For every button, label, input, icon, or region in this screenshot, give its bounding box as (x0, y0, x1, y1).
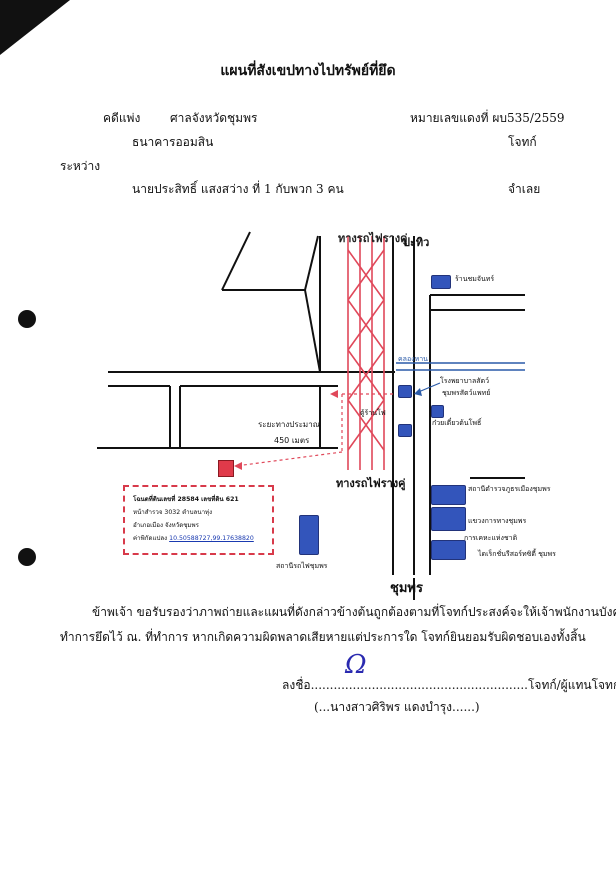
case-number: หมายเลขแดงที่ ผบ535/2559 (410, 111, 565, 125)
route-arrow-head-top (330, 390, 338, 398)
punch-hole-bottom (18, 548, 36, 566)
highway-office-label: แขวงการทางชุมพร (468, 517, 527, 525)
railway-lines (347, 236, 385, 470)
signature-mark: Ω (345, 650, 367, 680)
canal-lines (396, 362, 525, 371)
railway-label-bottom: ทางรถไฟรางคู่ (336, 477, 406, 490)
signature-line: ลงชื่อ..................................… (282, 678, 616, 692)
info-district: อำเภอเมือง จังหวัดชุมพร (133, 522, 199, 529)
hotel-marker (431, 540, 466, 560)
mall-marker (398, 424, 412, 437)
info-coordinates: ค่าพิกัดแปลง 10.50588727,99.17638820 (133, 533, 254, 543)
info-survey: หน้าสำรวจ 3032 ตำบลนาทุ่ง (133, 509, 213, 516)
folded-corner (0, 0, 70, 55)
pointer-arrow (414, 388, 422, 396)
station-label: สถานีรถไฟชุมพร (276, 562, 328, 570)
station-marker (299, 515, 319, 555)
distance-label-1: ระยะทางประมาณ (258, 420, 321, 429)
punch-hole-top (18, 310, 36, 328)
north-direction-label: ปะทิว (403, 236, 430, 249)
police-label: สถานีตำรวจภูธรเมืองชุมพร (468, 485, 551, 493)
case-type: คดีแพ่ง (103, 111, 141, 125)
route-arrow-head (234, 462, 242, 470)
defendant-name: นายประสิทธิ์ แสงสว่าง ที่ 1 กับพวก 3 คน (132, 182, 344, 196)
court-name: ศาลจังหวัดชุมพร (170, 111, 258, 125)
distance-label-2: 450 เมตร (274, 436, 310, 445)
noodle-marker (431, 405, 444, 418)
hospital-label-2: ชุมพรสัตว์แพทย์ (442, 389, 491, 397)
hospital-marker (398, 385, 412, 398)
plaintiff-role: โจทก์ (508, 135, 537, 149)
between-label: ระหว่าง (60, 159, 101, 173)
property-marker (218, 460, 234, 477)
plaintiff-name: ธนาคารออมสิน (132, 135, 214, 149)
mall-label: ตู้ร้านโฟ (360, 409, 386, 417)
highway-office-marker (431, 507, 466, 531)
coord-value: 10.50588727,99.17638820 (169, 535, 254, 542)
property-info-box: โฉนดที่ดินเลขที่ 28584 เลขที่ดิน 621 หน้… (123, 485, 274, 555)
statement-line-2: ทำการยึดไว้ ณ. ที่ทำการ หากเกิดความผิดพล… (60, 630, 586, 644)
info-deed: โฉนดที่ดินเลขที่ 28584 เลขที่ดิน 621 (133, 496, 239, 503)
route-path (235, 393, 393, 467)
south-direction-label: ชุมพร (390, 581, 423, 596)
shop-marker (431, 275, 451, 289)
shop-label: ร้านชมจันทร์ (455, 275, 495, 283)
hotel-label-1: การเคหะแห่งชาติ (464, 534, 518, 542)
coord-label: ค่าพิกัดแปลง (133, 535, 168, 542)
road-lines (97, 231, 525, 600)
hotel-label-2: ไดเร็กชั่นรีสอร์ทซิตี้ ชุมพร (478, 550, 556, 558)
hospital-label-1: โรงพยาบาลสัตว์ (440, 377, 489, 385)
police-marker (431, 485, 466, 505)
page-title: แผนที่สังเขปทางไปทรัพย์ที่ยึด (220, 63, 396, 79)
defendant-role: จำเลย (508, 182, 541, 196)
signer-name: (...นางสาวศิริพร แดงบำรุง......) (314, 700, 480, 714)
canal-label: คลองหาน (398, 355, 428, 363)
noodle-label: ก๋วยเตี๋ยวต้นโพธิ์ (432, 419, 482, 427)
statement-line-1: ข้าพเจ้า ขอรับรองว่าภาพถ่ายและแผนที่ดังก… (92, 605, 616, 619)
railway-label-top: ทางรถไฟรางคู่ (338, 232, 408, 245)
